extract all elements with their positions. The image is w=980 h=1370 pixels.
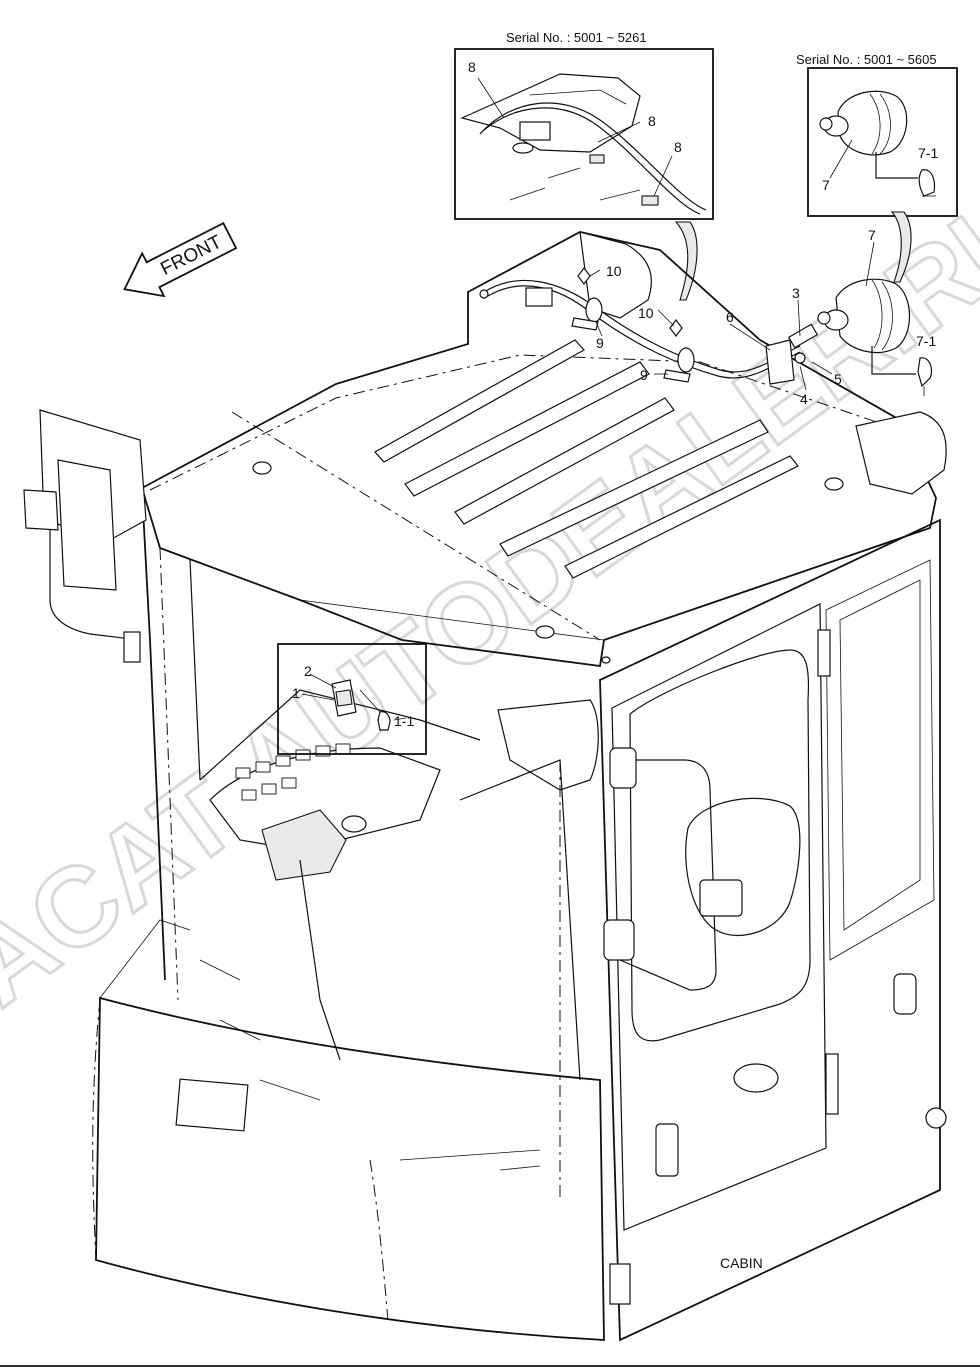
inset-switch-frame [277,643,427,755]
inset-left [454,48,714,220]
callout-7-inset: 7 [822,177,830,193]
pointer-arrow-right [890,211,912,283]
pointer-arrow-left [674,221,698,301]
cabin-body [23,231,947,1342]
callout-2: 2 [304,663,312,679]
callout-4: 4 [800,391,808,407]
cabin-label: CABIN [720,1255,763,1271]
callout-3: 3 [792,285,800,301]
inset-left-frame [454,48,714,220]
callout-7: 7 [868,227,876,243]
inset-right-frame [807,67,958,217]
callout-9a: 9 [596,335,604,351]
callout-1-1: 1-1 [394,713,414,729]
callout-8b: 8 [648,113,656,129]
wiring-harness [479,241,933,396]
callout-10a: 10 [606,263,622,279]
callout-5: 5 [834,371,842,387]
callout-10b: 10 [638,305,654,321]
callout-6: 6 [726,309,734,325]
callout-9b: 9 [640,367,648,383]
serial-label-right: Serial No. : 5001 ~ 5605 [796,52,937,67]
callout-7-1: 7-1 [916,333,936,349]
callout-8c: 8 [674,139,682,155]
callout-8a: 8 [468,59,476,75]
front-arrow: FRONT [123,221,238,298]
inset-right [807,67,958,217]
serial-label-left: Serial No. : 5001 ~ 5261 [506,30,647,45]
callout-7-1-inset: 7-1 [918,145,938,161]
callout-1: 1 [292,685,300,701]
inset-switch [277,643,427,755]
